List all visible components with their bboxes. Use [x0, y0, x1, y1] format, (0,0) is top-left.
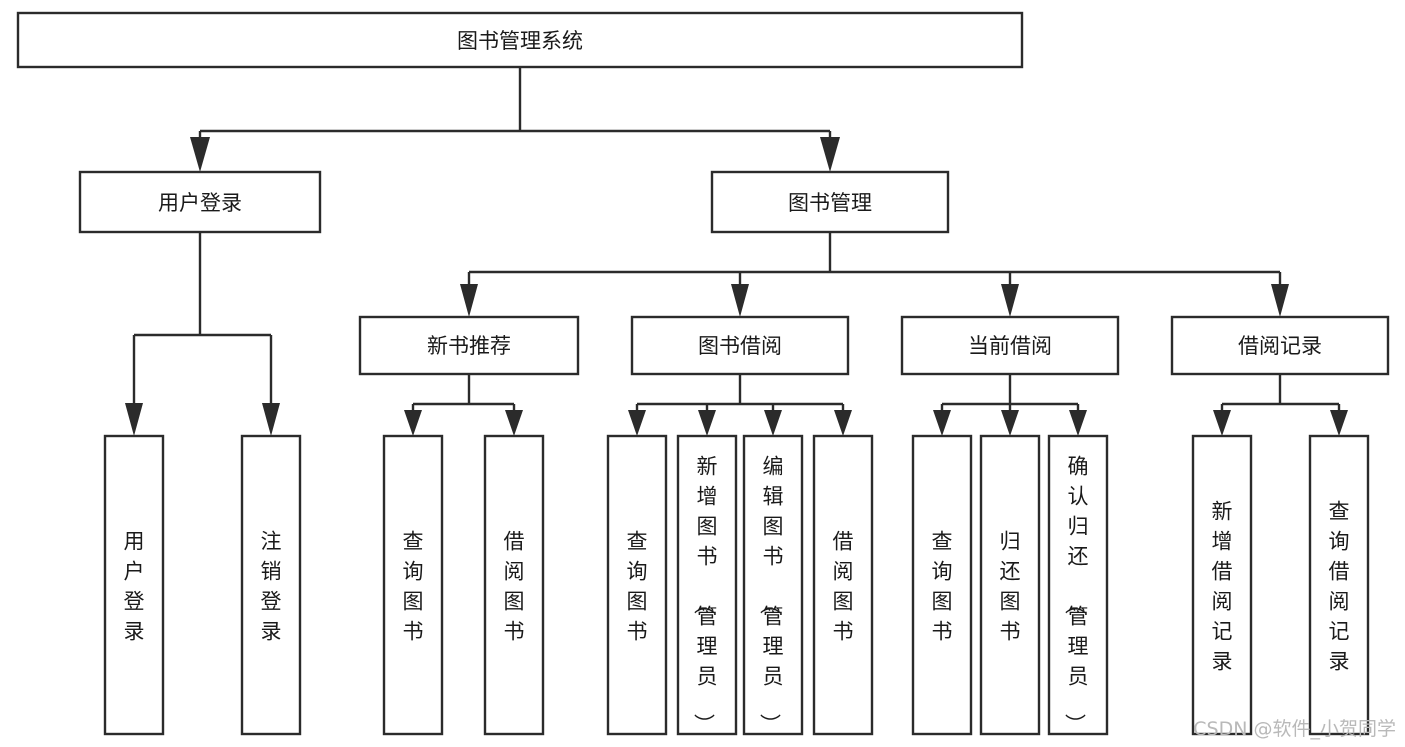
leaf-node-edit-book-admin-box	[742, 434, 804, 736]
node-root-book-management-system[interactable]: 图书管理系统	[16, 11, 1024, 69]
leaf-node-borrow-book-rec-box	[483, 434, 545, 736]
leaf-node-query-book-borrow-box	[606, 434, 668, 736]
node-borrowing-record[interactable]: 借阅记录	[1170, 315, 1390, 376]
leaf-node-query-book-rec-label: 查询图书	[403, 529, 424, 643]
connector-layer	[125, 67, 1348, 436]
leaf-node-user-login[interactable]: 用户登录	[103, 434, 165, 736]
arrow-to-book-borrow-icon	[731, 284, 749, 317]
leaf-node-add-borrow-record-box	[1191, 434, 1253, 736]
node-book-borrowing[interactable]: 图书借阅	[630, 315, 850, 376]
leaf-node-borrow-book-borrow-label: 借阅图书	[833, 529, 854, 643]
leaf-node-logout-box	[240, 434, 302, 736]
leaf-node-confirm-return-admin[interactable]: 确认归还（管理员）	[1047, 434, 1109, 736]
node-borrowing-record-label: 借阅记录	[1238, 334, 1322, 358]
arrow-borrow-record-leaf-1-icon	[1213, 410, 1231, 436]
leaf-node-add-book-admin[interactable]: 新增图书（管理员）	[676, 434, 738, 736]
leaf-node-query-borrow-record-box	[1308, 434, 1370, 736]
leaf-node-borrow-book-borrow-box	[812, 434, 874, 736]
node-current-borrowing-box	[900, 315, 1120, 376]
arrow-to-borrow-record-icon	[1271, 284, 1289, 317]
leaf-node-borrow-book-borrow[interactable]: 借阅图书	[812, 434, 874, 736]
leaf-node-confirm-return-admin-label: 确认归还（管理员）	[1063, 454, 1089, 734]
node-borrowing-record-box	[1170, 315, 1390, 376]
arrow-root-to-user-login-icon	[190, 137, 210, 172]
node-book-borrowing-label: 图书借阅	[698, 334, 782, 358]
leaf-node-query-book-borrow-label: 查询图书	[627, 529, 648, 643]
arrow-current-borrow-leaf-1-icon	[933, 410, 951, 436]
node-root-box	[16, 11, 1024, 69]
leaf-node-query-book-rec-box	[382, 434, 444, 736]
leaf-node-confirm-return-admin-box	[1047, 434, 1109, 736]
leaf-node-add-borrow-record[interactable]: 新增借阅记录	[1191, 434, 1253, 736]
node-new-book-recommendation-box	[358, 315, 580, 376]
leaf-node-query-borrow-record[interactable]: 查询借阅记录	[1308, 434, 1370, 736]
leaf-node-query-book-current[interactable]: 查询图书	[911, 434, 973, 736]
leaf-node-borrow-book-rec[interactable]: 借阅图书	[483, 434, 545, 736]
leaf-node-query-book-rec[interactable]: 查询图书	[382, 434, 444, 736]
arrow-current-borrow-leaf-3-icon	[1069, 410, 1087, 436]
node-book-management[interactable]: 图书管理	[710, 170, 950, 234]
arrow-root-to-book-mgmt-icon	[820, 137, 840, 172]
arrow-book-borrow-leaf-2-icon	[698, 410, 716, 436]
leaf-node-logout[interactable]: 注销登录	[240, 434, 302, 736]
leaf-node-add-book-admin-box	[676, 434, 738, 736]
node-user-login-box	[78, 170, 322, 234]
node-current-borrowing-label: 当前借阅	[968, 334, 1052, 358]
leaf-node-edit-book-admin-label: 编辑图书（管理员）	[758, 454, 784, 734]
leaf-node-logout-label: 注销登录	[261, 529, 282, 643]
node-current-borrowing[interactable]: 当前借阅	[900, 315, 1120, 376]
node-user-login-label: 用户登录	[158, 191, 242, 215]
node-root-label: 图书管理系统	[457, 29, 583, 53]
node-book-management-box	[710, 170, 950, 234]
arrow-to-new-book-rec-icon	[460, 284, 478, 317]
leaf-node-query-book-current-label: 查询图书	[932, 529, 953, 643]
leaf-node-return-book[interactable]: 归还图书	[979, 434, 1041, 736]
arrow-new-book-rec-leaf-1-icon	[404, 410, 422, 436]
arrow-to-current-borrow-icon	[1001, 284, 1019, 317]
leaf-node-return-book-box	[979, 434, 1041, 736]
arrow-user-login-leaf-1-icon	[125, 403, 143, 436]
node-new-book-recommendation[interactable]: 新书推荐	[358, 315, 580, 376]
leaf-node-query-borrow-record-label: 查询借阅记录	[1329, 499, 1350, 673]
arrow-book-borrow-leaf-3-icon	[764, 410, 782, 436]
arrow-current-borrow-leaf-2-icon	[1001, 410, 1019, 436]
leaf-node-add-book-admin-label: 新增图书（管理员）	[692, 454, 718, 734]
leaf-node-borrow-book-rec-label: 借阅图书	[504, 529, 525, 643]
node-book-borrowing-box	[630, 315, 850, 376]
arrow-user-login-leaf-2-icon	[262, 403, 280, 436]
leaf-node-add-borrow-record-label: 新增借阅记录	[1212, 499, 1233, 673]
leaf-node-return-book-label: 归还图书	[1000, 529, 1021, 643]
leaf-node-user-login-box	[103, 434, 165, 736]
arrow-borrow-record-leaf-2-icon	[1330, 410, 1348, 436]
leaf-node-query-book-current-box	[911, 434, 973, 736]
arrow-book-borrow-leaf-4-icon	[834, 410, 852, 436]
node-new-book-recommendation-label: 新书推荐	[427, 334, 511, 358]
node-book-management-label: 图书管理	[788, 191, 872, 215]
csdn-watermark: CSDN @软件_小贺同学	[1193, 718, 1396, 740]
leaf-node-query-book-borrow[interactable]: 查询图书	[606, 434, 668, 736]
arrow-new-book-rec-leaf-2-icon	[505, 410, 523, 436]
leaf-node-layer: 用户登录 注销登录 查询图书 借阅图书 查询图书 新增图书（管理员）	[103, 434, 1370, 736]
node-user-login[interactable]: 用户登录	[78, 170, 322, 234]
arrow-book-borrow-leaf-1-icon	[628, 410, 646, 436]
leaf-node-edit-book-admin[interactable]: 编辑图书（管理员）	[742, 434, 804, 736]
leaf-node-user-login-label: 用户登录	[124, 529, 145, 643]
